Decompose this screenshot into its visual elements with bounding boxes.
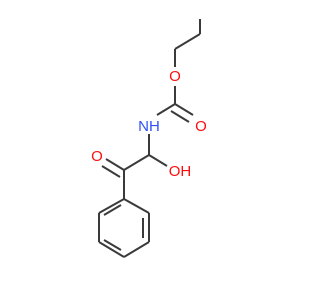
- bond-ch-oh: [148, 154, 168, 167]
- atom-label-o-ester: O: [169, 68, 181, 85]
- bond-carbamate-c-o-double-1: [174, 103, 194, 116]
- bond-ketone-c-o-double-1: [105, 158, 125, 171]
- atom-label-nh: NH: [138, 118, 160, 135]
- bond-carbamate-c-n: [156, 103, 176, 116]
- bond-ch-ketone-c: [123, 154, 150, 171]
- bond-ketone-c-o-double-2: [101, 165, 121, 178]
- atom-label-oh: OH: [169, 163, 192, 180]
- bond-ethyl-c1-c2: [174, 33, 201, 50]
- benzene-ring: [98, 198, 150, 258]
- atom-label-o-carbamate: O: [195, 118, 207, 135]
- molecule-structure: O O NH O OH: [91, 19, 207, 258]
- atom-label-o-ketone: O: [91, 148, 103, 165]
- bond-carbamate-c-o-double-2: [170, 110, 190, 123]
